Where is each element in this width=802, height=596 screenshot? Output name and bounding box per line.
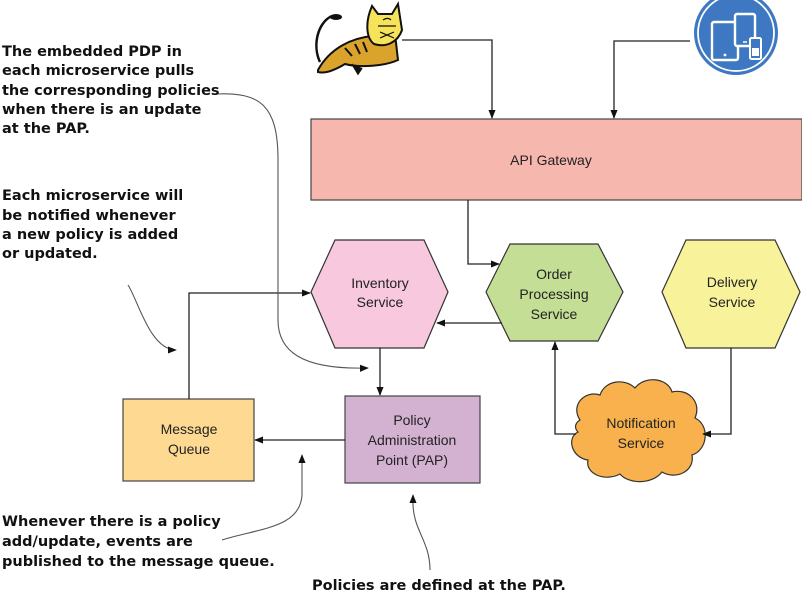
svg-text:add/update, events are: add/update, events are	[2, 534, 193, 550]
svg-text:published to the message queue: published to the message queue.	[2, 554, 275, 570]
svg-text:Each microservice will: Each microservice will	[2, 188, 183, 204]
pap-label-3: Point (PAP)	[376, 452, 448, 468]
inventory-service-label-2: Service	[357, 294, 404, 310]
api-gateway-node[interactable]: API Gateway	[310, 118, 802, 201]
note-events-published: Whenever there is a policy add/update, e…	[2, 514, 275, 570]
callout-events-published	[221, 454, 306, 541]
edge-queue-to-inventory	[188, 289, 311, 399]
order-processing-service-node[interactable]: Order Processing Service	[485, 243, 624, 342]
edge-gateway-to-order	[467, 200, 500, 268]
svg-text:Whenever there is a policy: Whenever there is a policy	[2, 514, 221, 530]
message-queue-node[interactable]: Message Queue	[122, 398, 255, 482]
svg-text:at the PAP.: at the PAP.	[2, 121, 90, 137]
notification-service-label-2: Service	[618, 435, 665, 451]
pap-label-1: Policy	[393, 412, 430, 428]
pap-label-2: Administration	[368, 432, 457, 448]
delivery-service-label-2: Service	[709, 294, 756, 310]
inventory-service-label-1: Inventory	[351, 275, 409, 291]
notification-service-node[interactable]: Notification Service	[571, 379, 706, 483]
edge-tomcat-to-gateway	[402, 39, 496, 119]
note-pdp-pull: The embedded PDP in each microservice pu…	[2, 44, 220, 137]
svg-text:Policies are defined at the PA: Policies are defined at the PAP.	[312, 578, 566, 594]
edge-notification-to-order	[551, 341, 576, 435]
svg-text:each microservice pulls: each microservice pulls	[2, 63, 194, 79]
svg-text:or updated.: or updated.	[2, 246, 98, 262]
pap-node[interactable]: Policy Administration Point (PAP)	[344, 395, 481, 484]
svg-text:the corresponding policies: the corresponding policies	[2, 83, 220, 99]
callout-notified	[127, 284, 177, 354]
edge-delivery-to-notification	[702, 348, 732, 438]
order-processing-label-3: Service	[531, 306, 578, 322]
order-processing-label-2: Processing	[519, 286, 588, 302]
svg-text:a new policy is added: a new policy is added	[2, 227, 178, 243]
note-notified: Each microservice will be notified whene…	[2, 188, 183, 262]
order-processing-label-1: Order	[536, 266, 572, 282]
message-queue-label-2: Queue	[168, 441, 210, 457]
api-gateway-label: API Gateway	[510, 152, 592, 168]
callout-policies-defined	[409, 494, 431, 571]
edge-devices-to-gateway	[610, 40, 690, 119]
delivery-service-node[interactable]: Delivery Service	[661, 239, 801, 349]
notification-service-label-1: Notification	[606, 415, 675, 431]
svg-text:be notified whenever: be notified whenever	[2, 208, 176, 224]
callout-pdp-pull	[215, 93, 369, 372]
message-queue-label-1: Message	[161, 421, 218, 437]
tomcat-icon	[315, 1, 404, 76]
note-policies-defined: Policies are defined at the PAP.	[312, 578, 566, 594]
devices-icon	[694, 0, 778, 75]
svg-text:The embedded PDP in: The embedded PDP in	[2, 44, 182, 60]
inventory-service-node[interactable]: Inventory Service	[310, 239, 449, 349]
svg-text:when there is an update: when there is an update	[2, 102, 202, 118]
delivery-service-label-1: Delivery	[707, 274, 758, 290]
